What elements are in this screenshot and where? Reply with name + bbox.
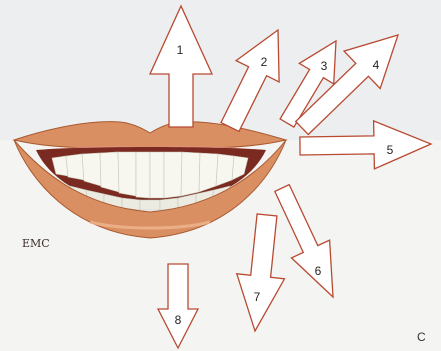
arrow-label-4: 4 [373, 58, 380, 72]
arrow-label-2: 2 [261, 55, 268, 69]
emc-logo: EMC [22, 237, 50, 250]
arrow-label-8: 8 [175, 313, 182, 327]
arrow-label-6: 6 [315, 264, 322, 278]
arrow-label-1: 1 [177, 43, 184, 57]
arrow-label-3: 3 [321, 59, 328, 73]
arrow-label-5: 5 [387, 143, 394, 157]
arrow-label-7: 7 [254, 290, 261, 304]
panel-letter: C [417, 330, 426, 344]
